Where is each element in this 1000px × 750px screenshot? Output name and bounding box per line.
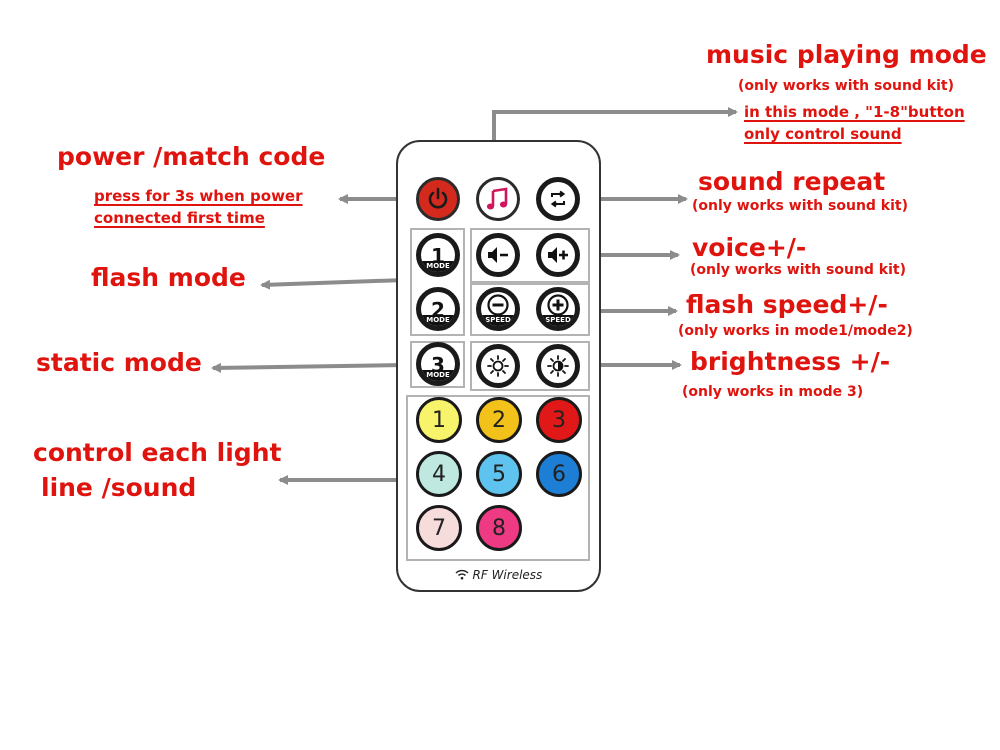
volume-down-button[interactable] [476, 233, 520, 277]
rf-wireless-footer: RF Wireless [398, 568, 599, 582]
brightness-note: (only works in mode 3) [682, 384, 864, 400]
repeat-button[interactable] [536, 177, 580, 221]
sun-dim-icon [487, 355, 509, 377]
power-note-2: connected first time [94, 209, 265, 227]
brightness-down-button[interactable] [476, 344, 520, 388]
mode-1-button[interactable]: 1 MODE [416, 233, 460, 277]
speed-up-caption: SPEED [541, 315, 575, 326]
control-title-line1: control each light [33, 438, 282, 467]
speed-down-caption: SPEED [481, 315, 515, 326]
sound-repeat-note: (only works with sound kit) [692, 198, 909, 214]
music-button[interactable] [476, 177, 520, 221]
power-note-1: press for 3s when power [94, 187, 303, 205]
plus-icon [547, 294, 569, 316]
mode-2-caption: MODE [421, 315, 455, 326]
number-button-1[interactable]: 1 [416, 397, 462, 443]
static-mode-title: static mode [36, 348, 202, 377]
number-button-4[interactable]: 4 [416, 451, 462, 497]
mode-2-button[interactable]: 2 MODE [416, 287, 460, 331]
mode-group [410, 228, 465, 336]
volume-up-button[interactable] [536, 233, 580, 277]
number-4-label: 4 [432, 461, 446, 487]
mode-1-caption: MODE [421, 261, 455, 272]
sun-bright-icon [547, 355, 569, 377]
number-8-label: 8 [492, 515, 506, 541]
speed-group [470, 283, 590, 336]
brightness-title: brightness +/- [690, 347, 891, 376]
number-button-7[interactable]: 7 [416, 505, 462, 551]
number-button-5[interactable]: 5 [476, 451, 522, 497]
wifi-icon [455, 569, 469, 580]
sound-repeat-title: sound repeat [698, 167, 886, 196]
rf-wireless-label: RF Wireless [472, 568, 543, 582]
control-title-line2: line /sound [41, 473, 197, 502]
number-button-2[interactable]: 2 [476, 397, 522, 443]
number-6-label: 6 [552, 461, 566, 487]
flash-speed-note: (only works in mode1/mode2) [678, 323, 913, 339]
power-icon [428, 187, 448, 209]
brightness-group [470, 341, 590, 391]
number-7-label: 7 [432, 515, 446, 541]
power-title: power /match code [57, 142, 326, 171]
mode-3-caption: MODE [421, 370, 455, 381]
number-1-label: 1 [432, 407, 446, 433]
number-2-label: 2 [492, 407, 506, 433]
music-mode-title: music playing mode [706, 40, 987, 69]
number-button-8[interactable]: 8 [476, 505, 522, 551]
music-mode-note-3: only control sound [744, 125, 902, 143]
flash-mode-title: flash mode [91, 263, 246, 292]
number-group [406, 395, 590, 561]
number-3-label: 3 [552, 407, 566, 433]
number-5-label: 5 [492, 461, 506, 487]
number-button-3[interactable]: 3 [536, 397, 582, 443]
minus-icon [487, 294, 509, 316]
volume-down-icon [488, 247, 508, 263]
voice-group [470, 228, 590, 283]
remote-control: 1 MODE 2 MODE 3 MODE [396, 140, 601, 592]
voice-title: voice+/- [692, 233, 807, 262]
repeat-icon [550, 190, 566, 208]
arrow-flash [260, 278, 406, 290]
volume-up-icon [548, 247, 568, 263]
mode-3-button[interactable]: 3 MODE [416, 342, 460, 386]
number-button-6[interactable]: 6 [536, 451, 582, 497]
brightness-up-button[interactable] [536, 344, 580, 388]
flash-speed-title: flash speed+/- [686, 290, 888, 319]
arrow-static [211, 362, 406, 373]
speed-down-button[interactable]: SPEED [476, 287, 520, 331]
music-mode-note: (only works with sound kit) [738, 78, 955, 94]
voice-note: (only works with sound kit) [690, 262, 907, 278]
power-button[interactable] [416, 177, 460, 221]
music-note-icon [486, 187, 508, 210]
music-mode-note-2: in this mode , "1-8"button [744, 103, 965, 121]
speed-up-button[interactable]: SPEED [536, 287, 580, 331]
